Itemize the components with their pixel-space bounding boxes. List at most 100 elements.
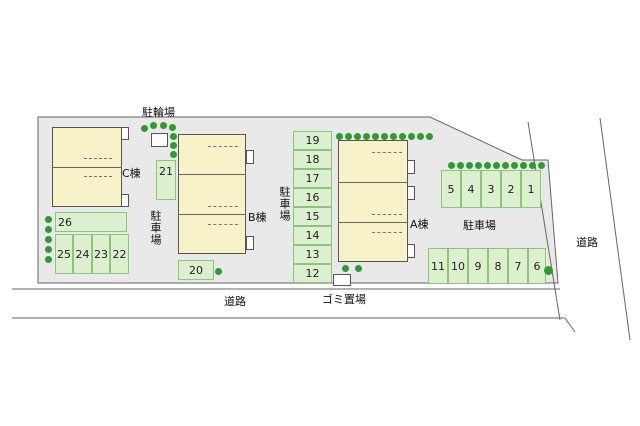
parking-right-label: 駐車場 [463, 219, 496, 232]
building-a-balcony-mid [407, 186, 415, 200]
building-c-stair-dash-2 [84, 176, 112, 177]
tree-icon [170, 133, 177, 140]
parking-stall: 6 [528, 248, 546, 284]
tree-icon [529, 162, 536, 169]
building-a [338, 140, 408, 262]
road-right-label: 道路 [576, 236, 598, 249]
parking-stall: 8 [488, 248, 508, 284]
tree-icon [520, 162, 527, 169]
parking-stall: 7 [508, 248, 528, 284]
tree-icon [372, 133, 379, 140]
tree-icon [169, 124, 176, 131]
tree-icon [45, 256, 52, 263]
tree-icon [150, 122, 157, 129]
tree-icon [426, 133, 433, 140]
building-b-stair-dash-3 [208, 224, 238, 225]
tree-icon [354, 133, 361, 140]
parking-stall: 14 [293, 226, 332, 245]
parking-stall: 12 [293, 264, 332, 283]
road-line-lower-bend [564, 317, 576, 333]
parking-stall: 22 [110, 234, 129, 274]
parking-stall: 17 [293, 169, 332, 188]
building-a-balcony-bottom [407, 244, 415, 258]
tree-icon [399, 133, 406, 140]
tree-icon [475, 162, 482, 169]
building-b-stair-dash-1 [208, 146, 238, 147]
building-a-balcony-top [407, 160, 415, 174]
parking-stall: 20 [178, 260, 214, 280]
building-c-balcony-top [121, 127, 129, 140]
tree-icon [45, 226, 52, 233]
parking-left-label: 駐車場 [149, 210, 162, 246]
parking-stall: 10 [448, 248, 468, 284]
tree-icon [45, 246, 52, 253]
road-line-right-b [599, 117, 631, 341]
tree-icon [538, 162, 545, 169]
parking-stall: 13 [293, 245, 332, 264]
tree-icon [493, 162, 500, 169]
building-c-label: C棟 [122, 167, 141, 180]
parking-stall: 15 [293, 207, 332, 226]
building-a-stair-dash-3 [372, 232, 402, 233]
tree-icon [141, 125, 148, 132]
parking-stall: 9 [468, 248, 488, 284]
building-b-divider-1 [178, 174, 246, 175]
building-c-stair-dash-1 [84, 158, 112, 159]
building-b-balcony-top [246, 150, 254, 164]
tree-icon [511, 162, 518, 169]
building-b [178, 134, 246, 254]
parking-middle-label: 駐車場 [278, 186, 291, 222]
parking-stall: 21 [156, 160, 176, 200]
parking-stall: 19 [293, 131, 332, 150]
parking-stall: 2 [501, 170, 521, 208]
tree-icon [390, 133, 397, 140]
tree-icon [363, 133, 370, 140]
tree-icon [448, 162, 455, 169]
garbage-area [333, 274, 351, 286]
tree-icon [336, 133, 343, 140]
tree-icon [417, 133, 424, 140]
parking-stall: 24 [73, 234, 92, 274]
building-c-divider [52, 167, 122, 168]
bike-parking-shelter [151, 133, 168, 147]
bike-parking-label: 駐輪場 [142, 106, 175, 119]
building-a-stair-dash-1 [372, 152, 402, 153]
tree-icon [345, 133, 352, 140]
building-c-balcony-bottom [121, 194, 129, 207]
tree-icon [170, 142, 177, 149]
parking-stall: 18 [293, 150, 332, 169]
building-b-balcony-bottom [246, 236, 254, 250]
tree-icon [544, 266, 553, 275]
parking-stall: 1 [521, 170, 541, 208]
tree-icon [484, 162, 491, 169]
tree-icon [457, 162, 464, 169]
tree-icon [502, 162, 509, 169]
parking-stall: 23 [92, 234, 110, 274]
building-b-label: B棟 [248, 211, 267, 224]
tree-icon [381, 133, 388, 140]
building-a-stair-dash-2 [372, 214, 402, 215]
tree-icon [160, 122, 167, 129]
tree-icon [215, 268, 222, 275]
road-line-right-a [527, 121, 561, 321]
building-a-divider-2 [338, 222, 408, 223]
tree-icon [466, 162, 473, 169]
building-a-divider-1 [338, 182, 408, 183]
tree-icon [342, 265, 349, 272]
parking-stall: 3 [481, 170, 501, 208]
parking-stall: 5 [441, 170, 461, 208]
garbage-label: ゴミ置場 [322, 293, 366, 306]
road-bottom-label: 道路 [224, 295, 246, 308]
parking-stall: 4 [461, 170, 481, 208]
parking-stall: 16 [293, 188, 332, 207]
parking-stall: 26 [55, 212, 127, 232]
parking-stall: 11 [428, 248, 448, 284]
tree-icon [45, 216, 52, 223]
building-b-stair-dash-2 [208, 206, 238, 207]
tree-icon [408, 133, 415, 140]
tree-icon [45, 236, 52, 243]
parking-stall: 25 [55, 234, 73, 274]
building-a-label: A棟 [410, 218, 429, 231]
building-b-divider-2 [178, 214, 246, 215]
